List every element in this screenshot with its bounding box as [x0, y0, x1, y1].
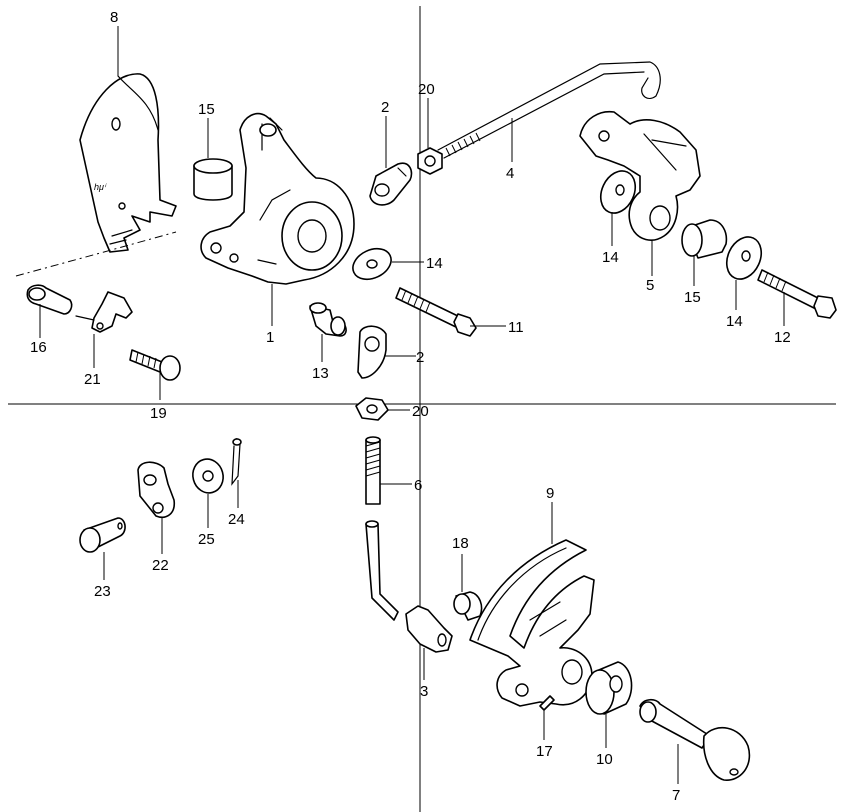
callout-16: 16 — [30, 339, 47, 356]
part-5-right-arm — [579, 110, 701, 241]
part-14-washer-right-2 — [725, 236, 763, 280]
part-8-bracket-plate: hμⁱ — [79, 73, 177, 253]
callout-20-upper: 20 — [418, 81, 435, 98]
part-22-link — [137, 461, 176, 518]
callout-13: 13 — [312, 365, 329, 382]
callout-19: 19 — [150, 405, 167, 422]
callout-11: 11 — [508, 319, 524, 336]
part-11-bolt — [395, 287, 477, 337]
callout-20-lower: 20 — [412, 403, 429, 420]
part-13-stud — [309, 302, 347, 337]
callout-12: 12 — [774, 329, 791, 346]
callout-5: 5 — [646, 277, 654, 294]
callout-4: 4 — [506, 165, 514, 182]
callout-1: 1 — [266, 329, 274, 346]
part-20-nut-lower — [355, 397, 389, 421]
callout-7: 7 — [672, 787, 680, 804]
callout-25: 25 — [198, 531, 215, 548]
part-12-bolt — [757, 269, 837, 319]
callout-23: 23 — [94, 583, 111, 600]
callout-10: 10 — [596, 751, 613, 768]
callout-15-left: 15 — [198, 101, 215, 118]
part-1-control-arm — [200, 112, 355, 285]
callout-18: 18 — [452, 535, 469, 552]
part-2-ball-joint-lower — [357, 325, 387, 379]
callout-6: 6 — [414, 477, 422, 494]
part-10-roller — [585, 661, 633, 715]
callout-8: 8 — [110, 9, 118, 26]
callout-24: 24 — [228, 511, 245, 528]
callout-15-right: 15 — [684, 289, 701, 306]
leader-lines — [39, 26, 785, 784]
callout-3: 3 — [420, 683, 428, 700]
callout-22: 22 — [152, 557, 169, 574]
part-8-marking: hμⁱ — [94, 182, 107, 192]
part-14-washer-center — [352, 247, 392, 281]
callout-2-lower: 2 — [416, 349, 424, 366]
part-20-nut-upper — [417, 147, 443, 175]
assembly-line-8 — [15, 231, 177, 277]
part-15-spacer-right — [681, 219, 728, 259]
part-25-washer — [192, 458, 224, 494]
part-23-clevis-pin — [79, 517, 126, 553]
part-24-cotter-pin — [231, 438, 242, 486]
part-16-sleeve — [26, 284, 73, 315]
part-18-bushing — [453, 591, 483, 621]
part-9-sector-plate — [469, 539, 595, 707]
part-6-threaded-rod — [365, 436, 381, 505]
part-15-spacer-left — [193, 158, 233, 201]
part-19-bolt — [129, 349, 181, 381]
callout-9: 9 — [546, 485, 554, 502]
callout-14-center: 14 — [426, 255, 443, 272]
callout-21: 21 — [84, 371, 101, 388]
part-4-rod — [437, 61, 661, 159]
part-3-link-rod — [365, 520, 453, 653]
callout-2-upper: 2 — [381, 99, 389, 116]
part-14-washer-right-1 — [599, 170, 637, 214]
callout-17: 17 — [536, 743, 553, 760]
part-21-clip — [75, 291, 133, 333]
callout-14-right-2: 14 — [726, 313, 743, 330]
part-2-ball-joint-upper — [369, 162, 413, 206]
part-7-shaft — [639, 698, 751, 781]
callout-14-right-1: 14 — [602, 249, 619, 266]
part-17-pin — [539, 695, 555, 711]
